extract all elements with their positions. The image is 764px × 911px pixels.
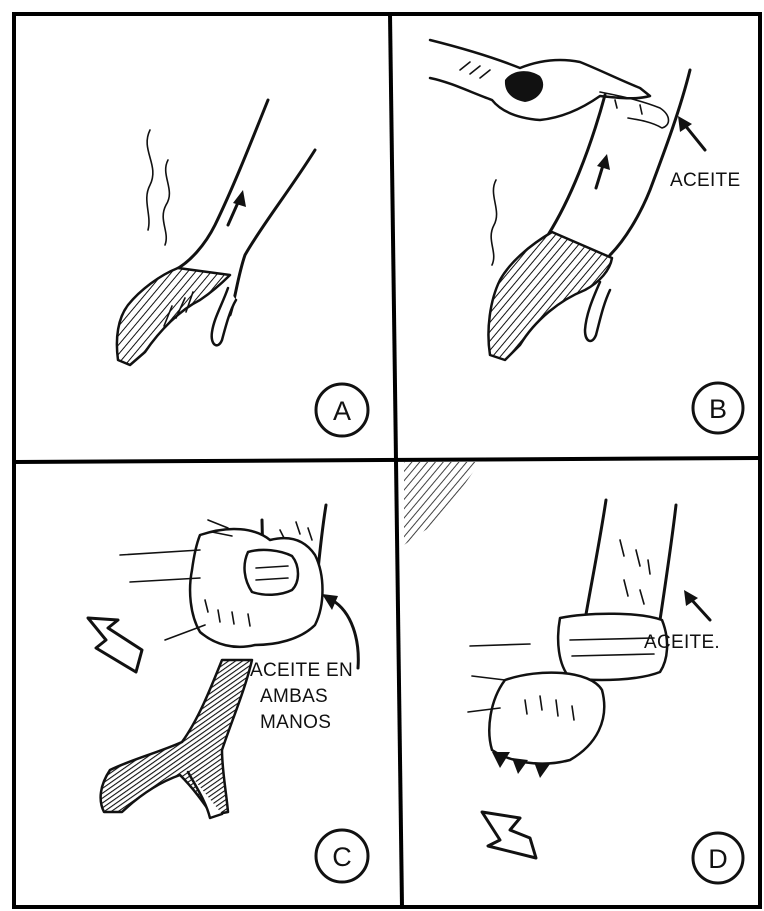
svg-text:A: A xyxy=(333,396,351,426)
callout-arrow-d xyxy=(684,590,710,620)
callout-label-c-line1: ACEITE EN xyxy=(250,660,353,681)
callout-arrow-c xyxy=(322,594,358,668)
gripping-hands-c xyxy=(120,520,323,647)
panel-b: ACEITE B xyxy=(430,40,743,433)
down-arrow-c xyxy=(88,618,142,672)
panel-letter-d: D xyxy=(693,833,743,883)
gripping-hands-d xyxy=(468,614,667,778)
panel-letter-c: C xyxy=(316,830,368,882)
callout-arrow-b xyxy=(678,116,705,150)
shadow-hatch-d xyxy=(404,462,480,545)
svg-text:D: D xyxy=(708,844,728,874)
heat-waves-a xyxy=(147,130,170,245)
down-arrow-d xyxy=(482,812,536,858)
forearm-d xyxy=(585,500,676,620)
callout-label-c-line3: MANOS xyxy=(260,712,331,733)
callout-label-b: ACEITE xyxy=(670,170,740,191)
up-arrow-b xyxy=(596,154,610,188)
panel-letter-b: B xyxy=(693,383,743,433)
svg-text:C: C xyxy=(332,842,352,872)
svg-text:B: B xyxy=(709,394,727,424)
callout-label-c-line2: AMBAS xyxy=(260,686,328,707)
panel-a: A xyxy=(117,100,368,436)
up-arrow-a xyxy=(228,190,246,225)
panel-d: ACEITE. D xyxy=(404,462,743,883)
callout-label-d: ACEITE. xyxy=(644,632,720,653)
heat-waves-b xyxy=(491,180,496,265)
panel-c: ACEITE EN AMBAS MANOS C xyxy=(88,505,368,882)
panel-letter-a: A xyxy=(316,384,368,436)
